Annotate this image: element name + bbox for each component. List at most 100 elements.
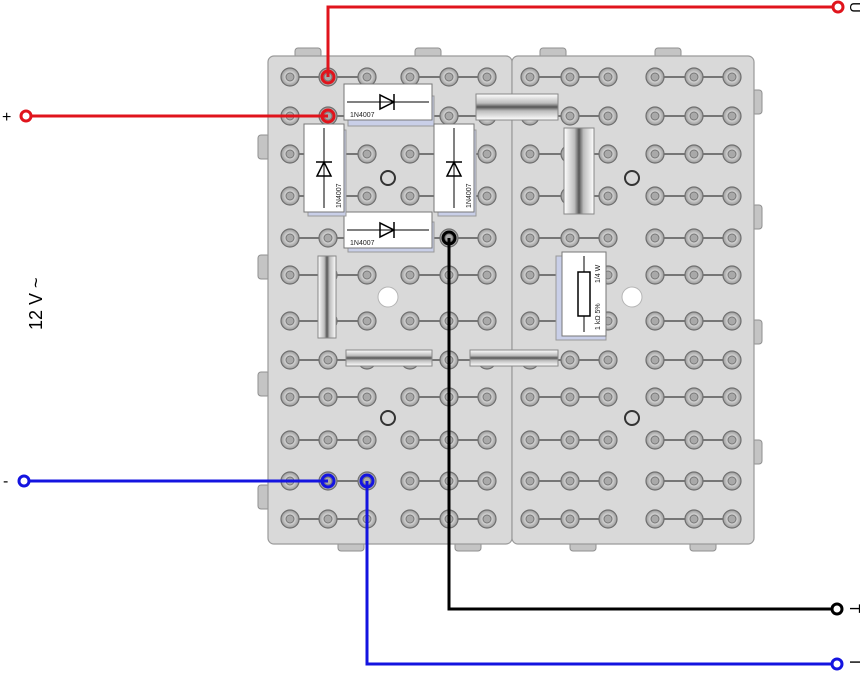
- socket-hole: [285, 233, 295, 243]
- resistor-value-label: 1 kΩ 5%: [595, 303, 602, 330]
- socket-hole: [650, 514, 660, 524]
- socket-hole: [603, 435, 613, 445]
- socket-hole: [603, 355, 613, 365]
- diode-top: 1N4007: [343, 83, 435, 127]
- output-i-label: I: [846, 660, 863, 664]
- connector-bars: [317, 93, 595, 367]
- socket-hole: [285, 355, 295, 365]
- socket-hole: [689, 233, 699, 243]
- socket-hole: [323, 355, 333, 365]
- socket-hole: [650, 191, 660, 201]
- socket-hole: [565, 72, 575, 82]
- socket-hole: [405, 72, 415, 82]
- socket-hole: [285, 191, 295, 201]
- socket-hole: [689, 476, 699, 486]
- socket-hole: [565, 476, 575, 486]
- socket-hole: [650, 233, 660, 243]
- wire-minus: [17, 473, 336, 489]
- socket-hole: [689, 514, 699, 524]
- socket-hole: [362, 191, 372, 201]
- terminal-u: [831, 0, 845, 14]
- terminal-t: [830, 602, 844, 616]
- diode-left: 1N4007: [303, 123, 347, 217]
- socket-hole: [525, 514, 535, 524]
- socket-hole: [565, 111, 575, 121]
- socket-hole: [603, 191, 613, 201]
- socket-hole: [650, 476, 660, 486]
- socket-hole: [689, 270, 699, 280]
- socket-hole: [482, 435, 492, 445]
- socket-hole: [362, 72, 372, 82]
- socket-hole: [727, 392, 737, 402]
- socket-hole: [482, 191, 492, 201]
- wire-plus: [19, 108, 336, 124]
- diode-top-label: 1N4007: [350, 112, 375, 119]
- socket-hole: [525, 476, 535, 486]
- socket-hole: [405, 316, 415, 326]
- socket-hole: [405, 191, 415, 201]
- socket-hole: [285, 316, 295, 326]
- socket-hole: [603, 392, 613, 402]
- socket-hole: [525, 191, 535, 201]
- socket-hole: [727, 149, 737, 159]
- socket-hole: [405, 514, 415, 524]
- socket-hole: [444, 72, 454, 82]
- socket-hole: [285, 392, 295, 402]
- socket-hole: [525, 392, 535, 402]
- socket-hole: [650, 355, 660, 365]
- plus-label: +: [2, 109, 11, 126]
- socket-hole: [650, 149, 660, 159]
- socket-hole: [727, 476, 737, 486]
- socket-hole: [362, 392, 372, 402]
- socket-hole: [689, 111, 699, 121]
- socket-hole: [727, 72, 737, 82]
- board-hole-right: [621, 286, 643, 308]
- socket-hole: [285, 435, 295, 445]
- socket-hole: [689, 392, 699, 402]
- socket-hole: [603, 149, 613, 159]
- socket-hole: [285, 149, 295, 159]
- socket-hole: [603, 72, 613, 82]
- socket-hole: [525, 270, 535, 280]
- socket-hole: [285, 72, 295, 82]
- diode-right-label: 1N4007: [466, 183, 473, 208]
- socket-hole: [727, 233, 737, 243]
- output-u-label: U: [846, 2, 863, 13]
- socket-hole: [603, 514, 613, 524]
- socket-hole: [525, 233, 535, 243]
- socket-hole: [565, 233, 575, 243]
- socket-hole: [689, 316, 699, 326]
- socket-hole: [727, 111, 737, 121]
- socket-hole: [525, 316, 535, 326]
- wire-u: [320, 0, 845, 85]
- socket-hole: [362, 316, 372, 326]
- socket-hole: [323, 233, 333, 243]
- socket-hole: [565, 514, 575, 524]
- socket-hole: [525, 149, 535, 159]
- socket-hole: [650, 111, 660, 121]
- output-t-label: T: [846, 604, 863, 613]
- socket-hole: [689, 191, 699, 201]
- socket-hole: [405, 476, 415, 486]
- socket-hole: [727, 270, 737, 280]
- socket-hole: [689, 72, 699, 82]
- socket-hole: [727, 191, 737, 201]
- diode-left-label: 1N4007: [336, 183, 343, 208]
- socket-hole: [689, 149, 699, 159]
- terminal-minus: [17, 474, 31, 488]
- resistor-power-label: 1/4 W: [595, 264, 602, 283]
- socket-hole: [650, 435, 660, 445]
- socket-hole: [482, 149, 492, 159]
- socket-hole: [482, 270, 492, 280]
- socket-hole: [525, 72, 535, 82]
- socket-hole: [362, 149, 372, 159]
- socket-hole: [285, 270, 295, 280]
- socket-hole: [727, 355, 737, 365]
- socket-hole: [565, 355, 575, 365]
- socket-hole: [689, 355, 699, 365]
- socket-hole: [650, 270, 660, 280]
- socket-hole: [482, 316, 492, 326]
- socket-hole: [727, 316, 737, 326]
- socket-hole: [525, 435, 535, 445]
